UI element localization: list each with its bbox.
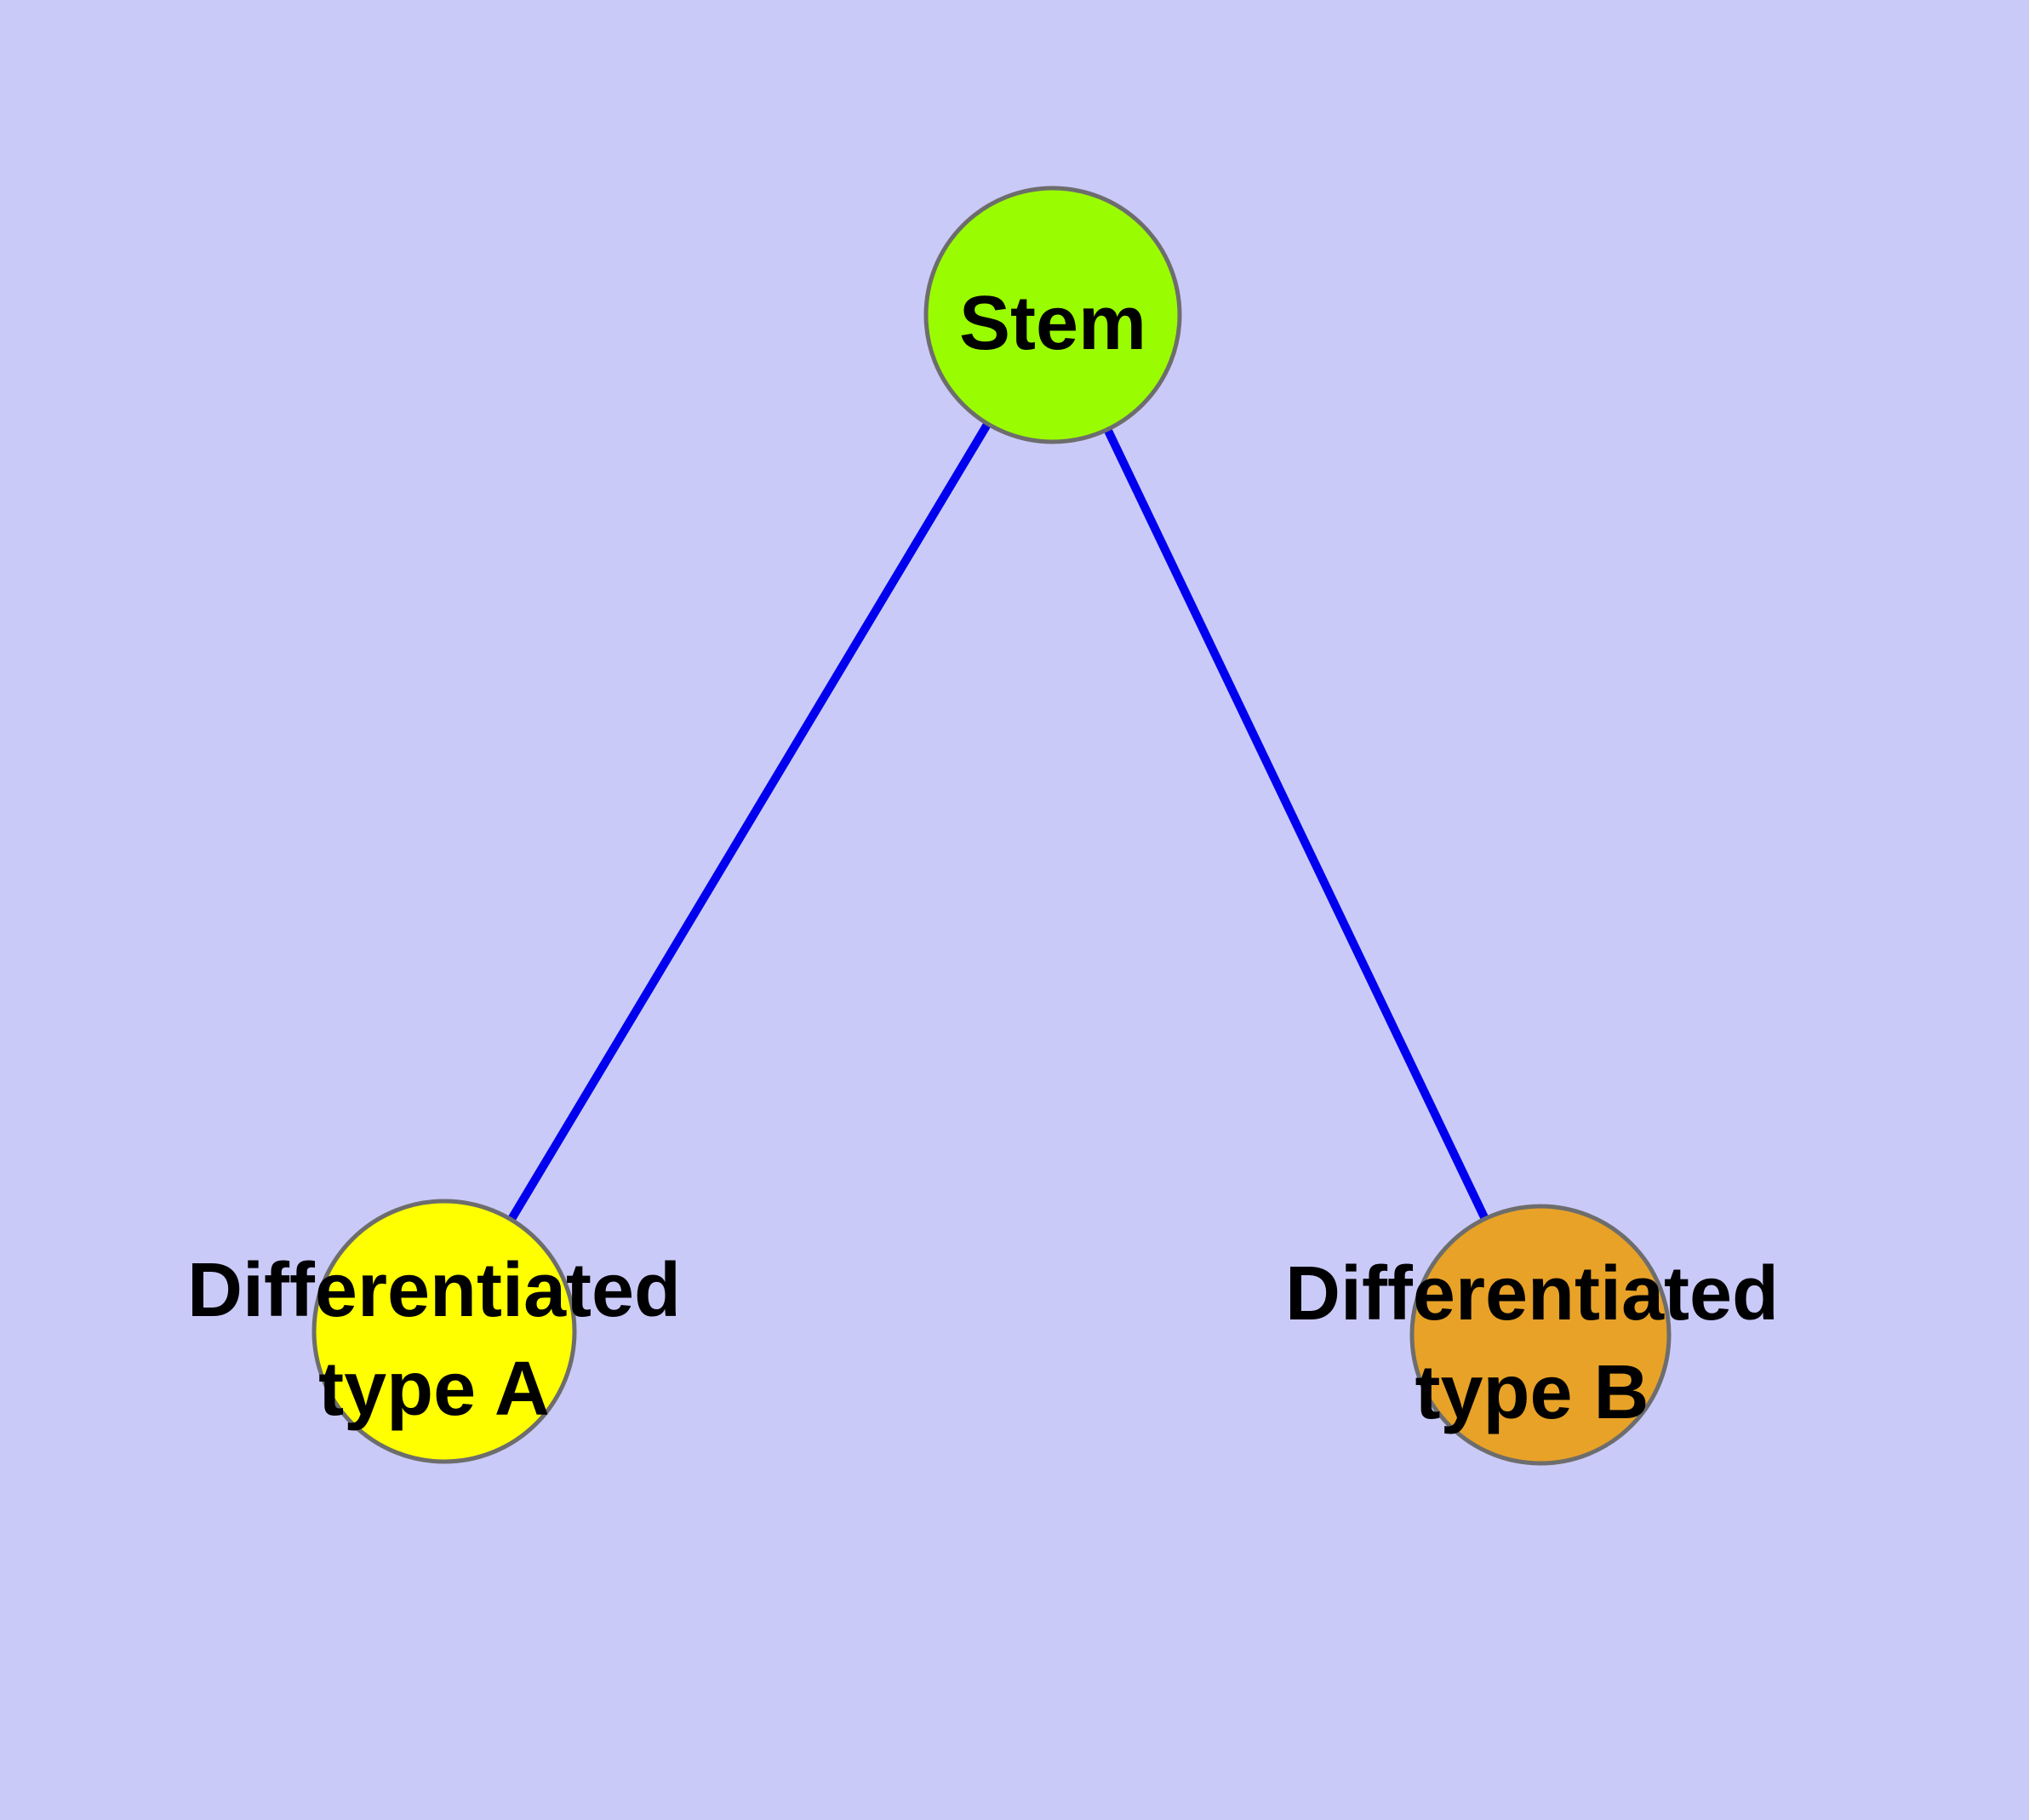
- node-differentiated-type-b: [1409, 1204, 1672, 1466]
- node-differentiated-type-b-label-line2: type B: [1415, 1350, 1649, 1435]
- node-differentiated-type-a-label-line2: type A: [318, 1347, 550, 1432]
- node-differentiated-type-a: [311, 1199, 577, 1464]
- node-differentiated-type-a-label-line1: Differentiated: [187, 1248, 681, 1333]
- edge-stem-to-type-b: [1049, 312, 1545, 1337]
- node-differentiated-type-b-label-line1: Differentiated: [1285, 1251, 1779, 1336]
- node-stem-label: Stem: [959, 281, 1146, 366]
- edge-stem-to-type-a: [440, 312, 1057, 1334]
- node-stem: [923, 186, 1182, 444]
